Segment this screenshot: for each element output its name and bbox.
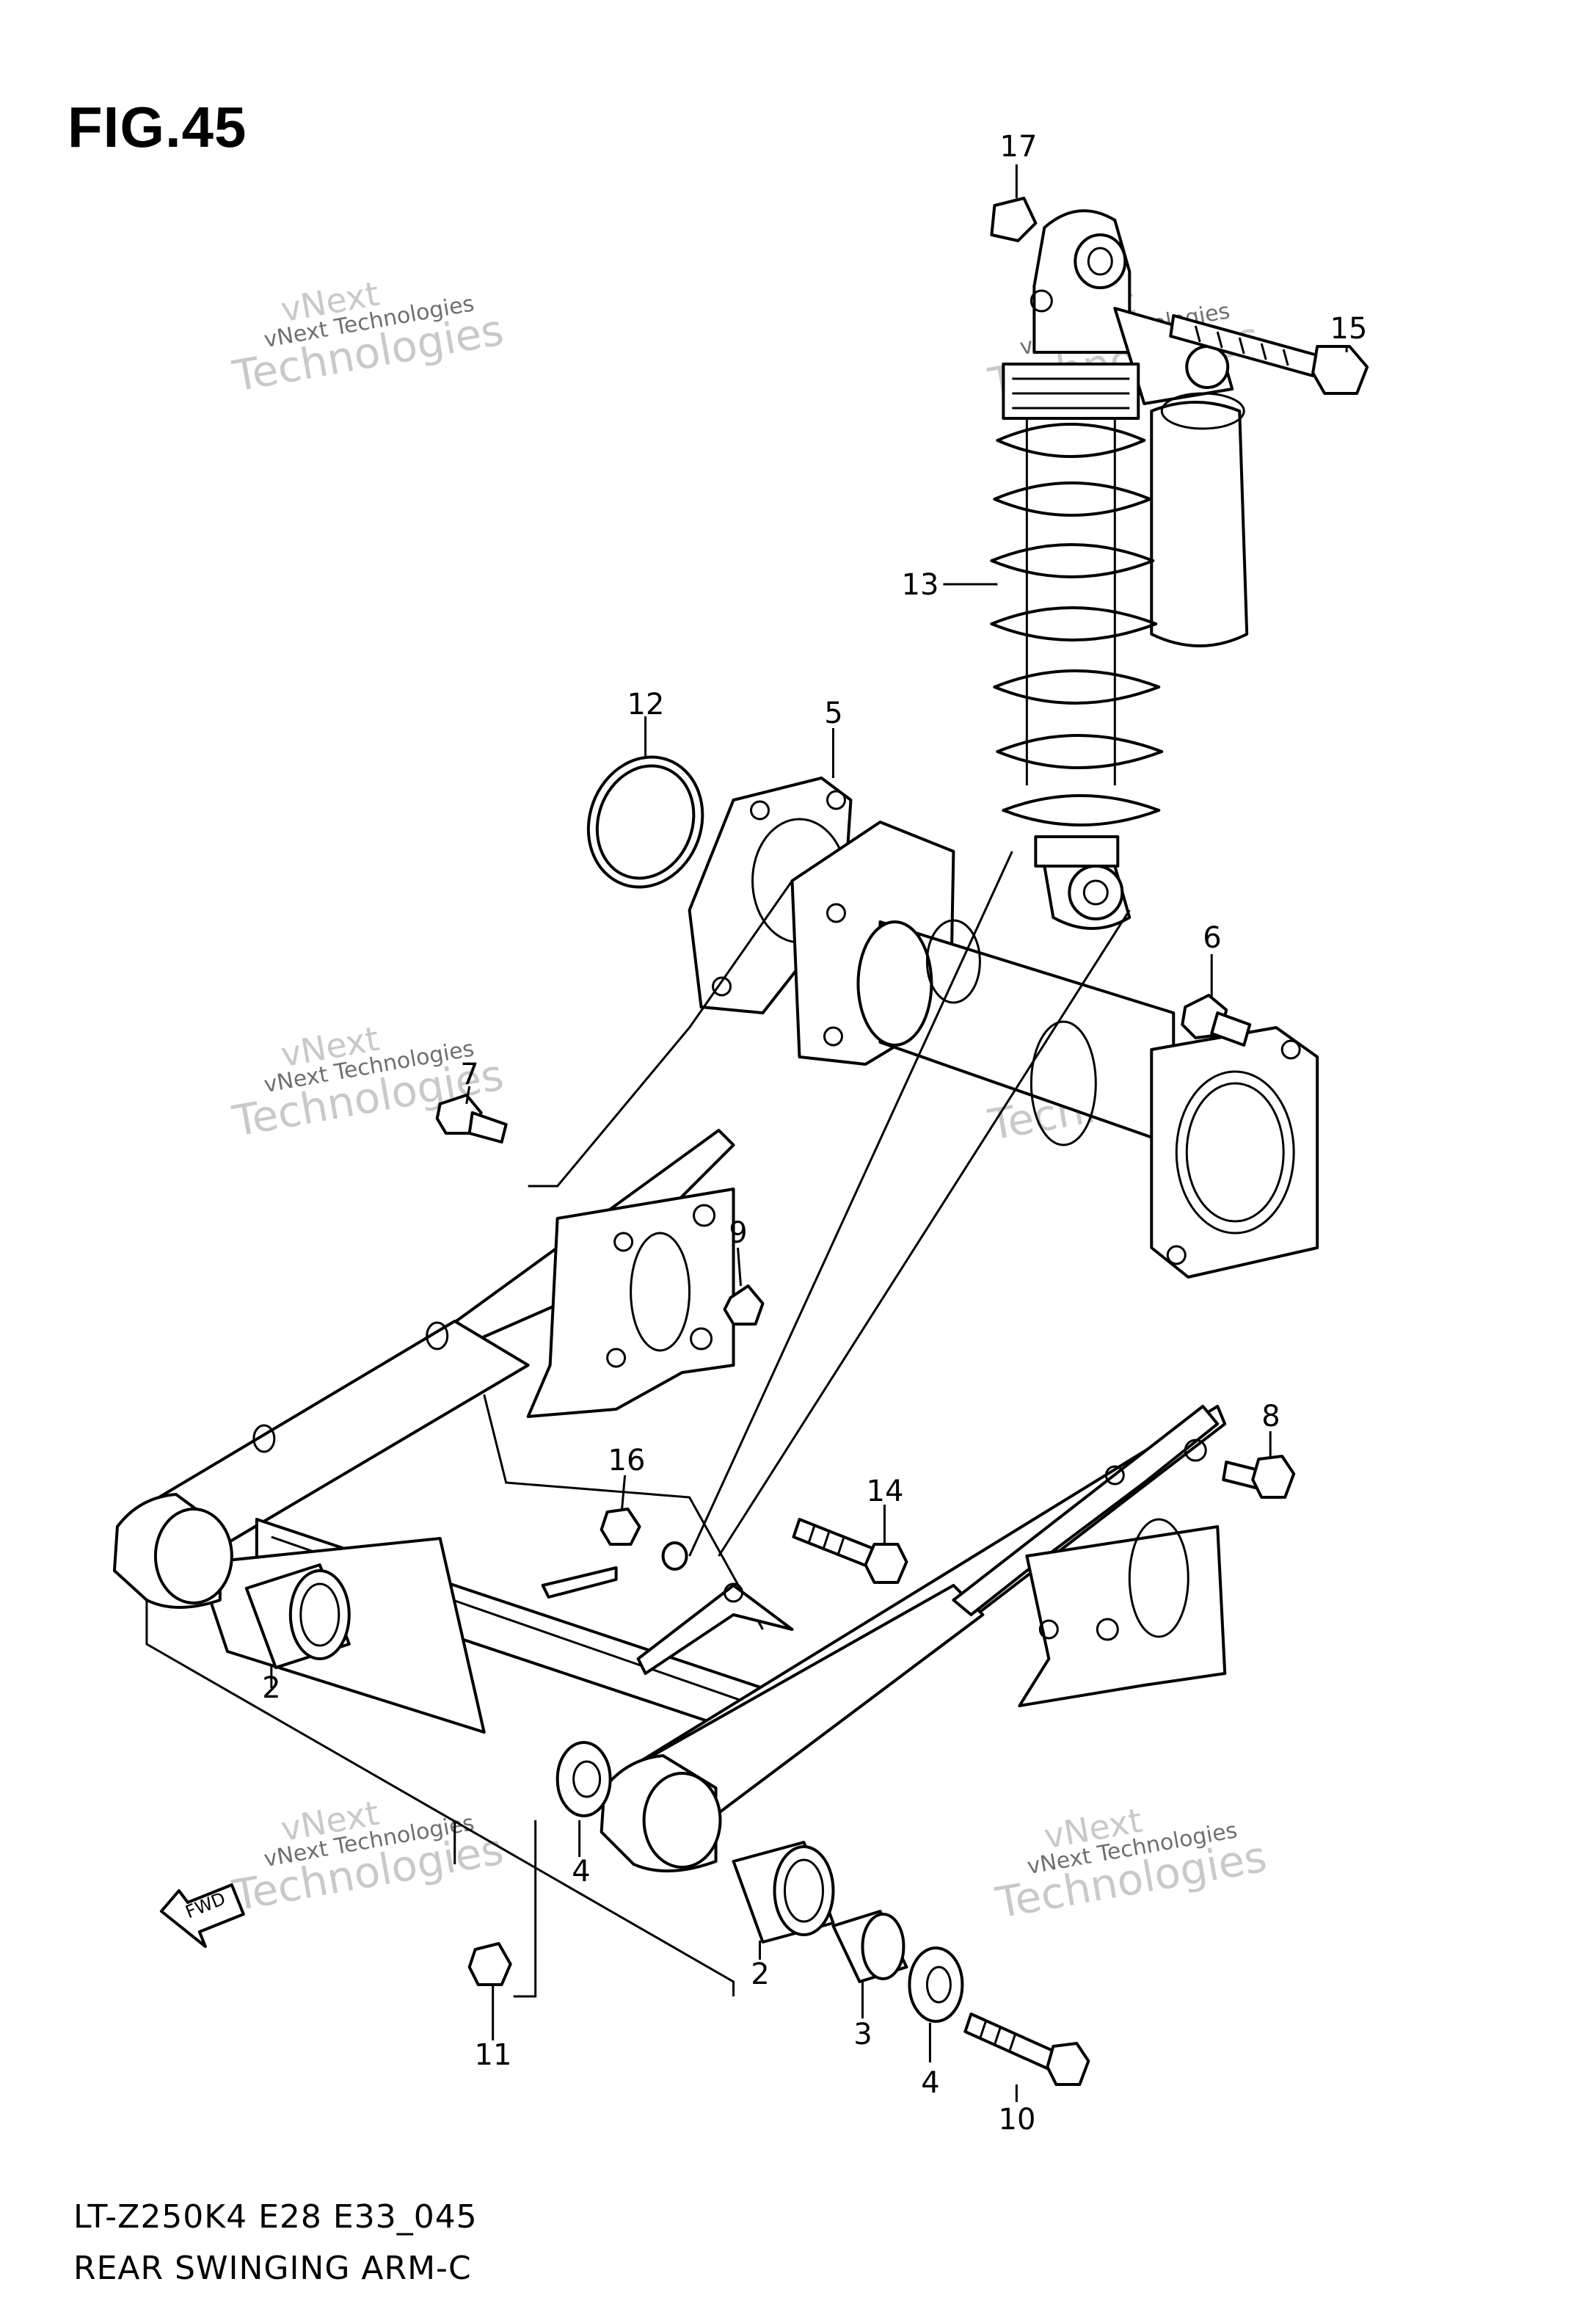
- bolt-8: [1223, 1456, 1294, 1497]
- figure-title: FIG.45: [68, 95, 247, 159]
- top-nut: [991, 198, 1035, 241]
- shock-absorber: [991, 211, 1247, 928]
- model-code: LT-Z250K4 E28 E33_045: [73, 2198, 478, 2236]
- bolt-10: [965, 2014, 1088, 2084]
- callout-4-upper: 4: [572, 1855, 591, 1889]
- callout-7: 7: [460, 1058, 479, 1091]
- diagram-caption: REAR SWINGING ARM-C: [73, 2250, 472, 2287]
- leader-lines: [147, 164, 1347, 2102]
- upper-left-gusset: [440, 1130, 734, 1417]
- callout-4-lower: 4: [921, 2066, 940, 2100]
- bearing-right: [734, 1842, 834, 1942]
- nut-9: [725, 1286, 763, 1324]
- callout-3: 3: [853, 2018, 872, 2051]
- callout-17: 17: [999, 130, 1038, 164]
- nut-11: [470, 1944, 511, 1985]
- top-bolt: [1170, 316, 1367, 393]
- bearing-left: [247, 1565, 349, 1668]
- nut-16: [602, 1509, 640, 1544]
- bolt-7: [437, 1095, 506, 1142]
- callout-15: 15: [1330, 312, 1368, 346]
- callout-13: 13: [901, 568, 939, 602]
- callout-6: 6: [1203, 921, 1222, 955]
- callout-16: 16: [608, 1444, 646, 1477]
- callout-14: 14: [866, 1475, 904, 1508]
- callout-9: 9: [729, 1216, 748, 1250]
- callout-2-left: 2: [262, 1671, 281, 1705]
- shock-lower-mount: [543, 1543, 792, 1673]
- washer-4-lower: [909, 1948, 962, 2021]
- callout-5: 5: [824, 697, 843, 730]
- fwd-arrow-icon: [161, 1885, 244, 1946]
- washer-4-upper: [558, 1742, 611, 1816]
- callout-11: 11: [474, 2038, 512, 2072]
- callout-2-right: 2: [751, 1957, 770, 1991]
- bolt-6: [1182, 995, 1250, 1045]
- callout-10: 10: [998, 2103, 1036, 2137]
- callout-8: 8: [1261, 1400, 1280, 1433]
- o-ring: [570, 741, 720, 903]
- callout-12: 12: [627, 688, 665, 721]
- bolt-14: [794, 1519, 907, 1582]
- right-gusset: [953, 1406, 1225, 1706]
- spacer-3: [833, 1911, 906, 1982]
